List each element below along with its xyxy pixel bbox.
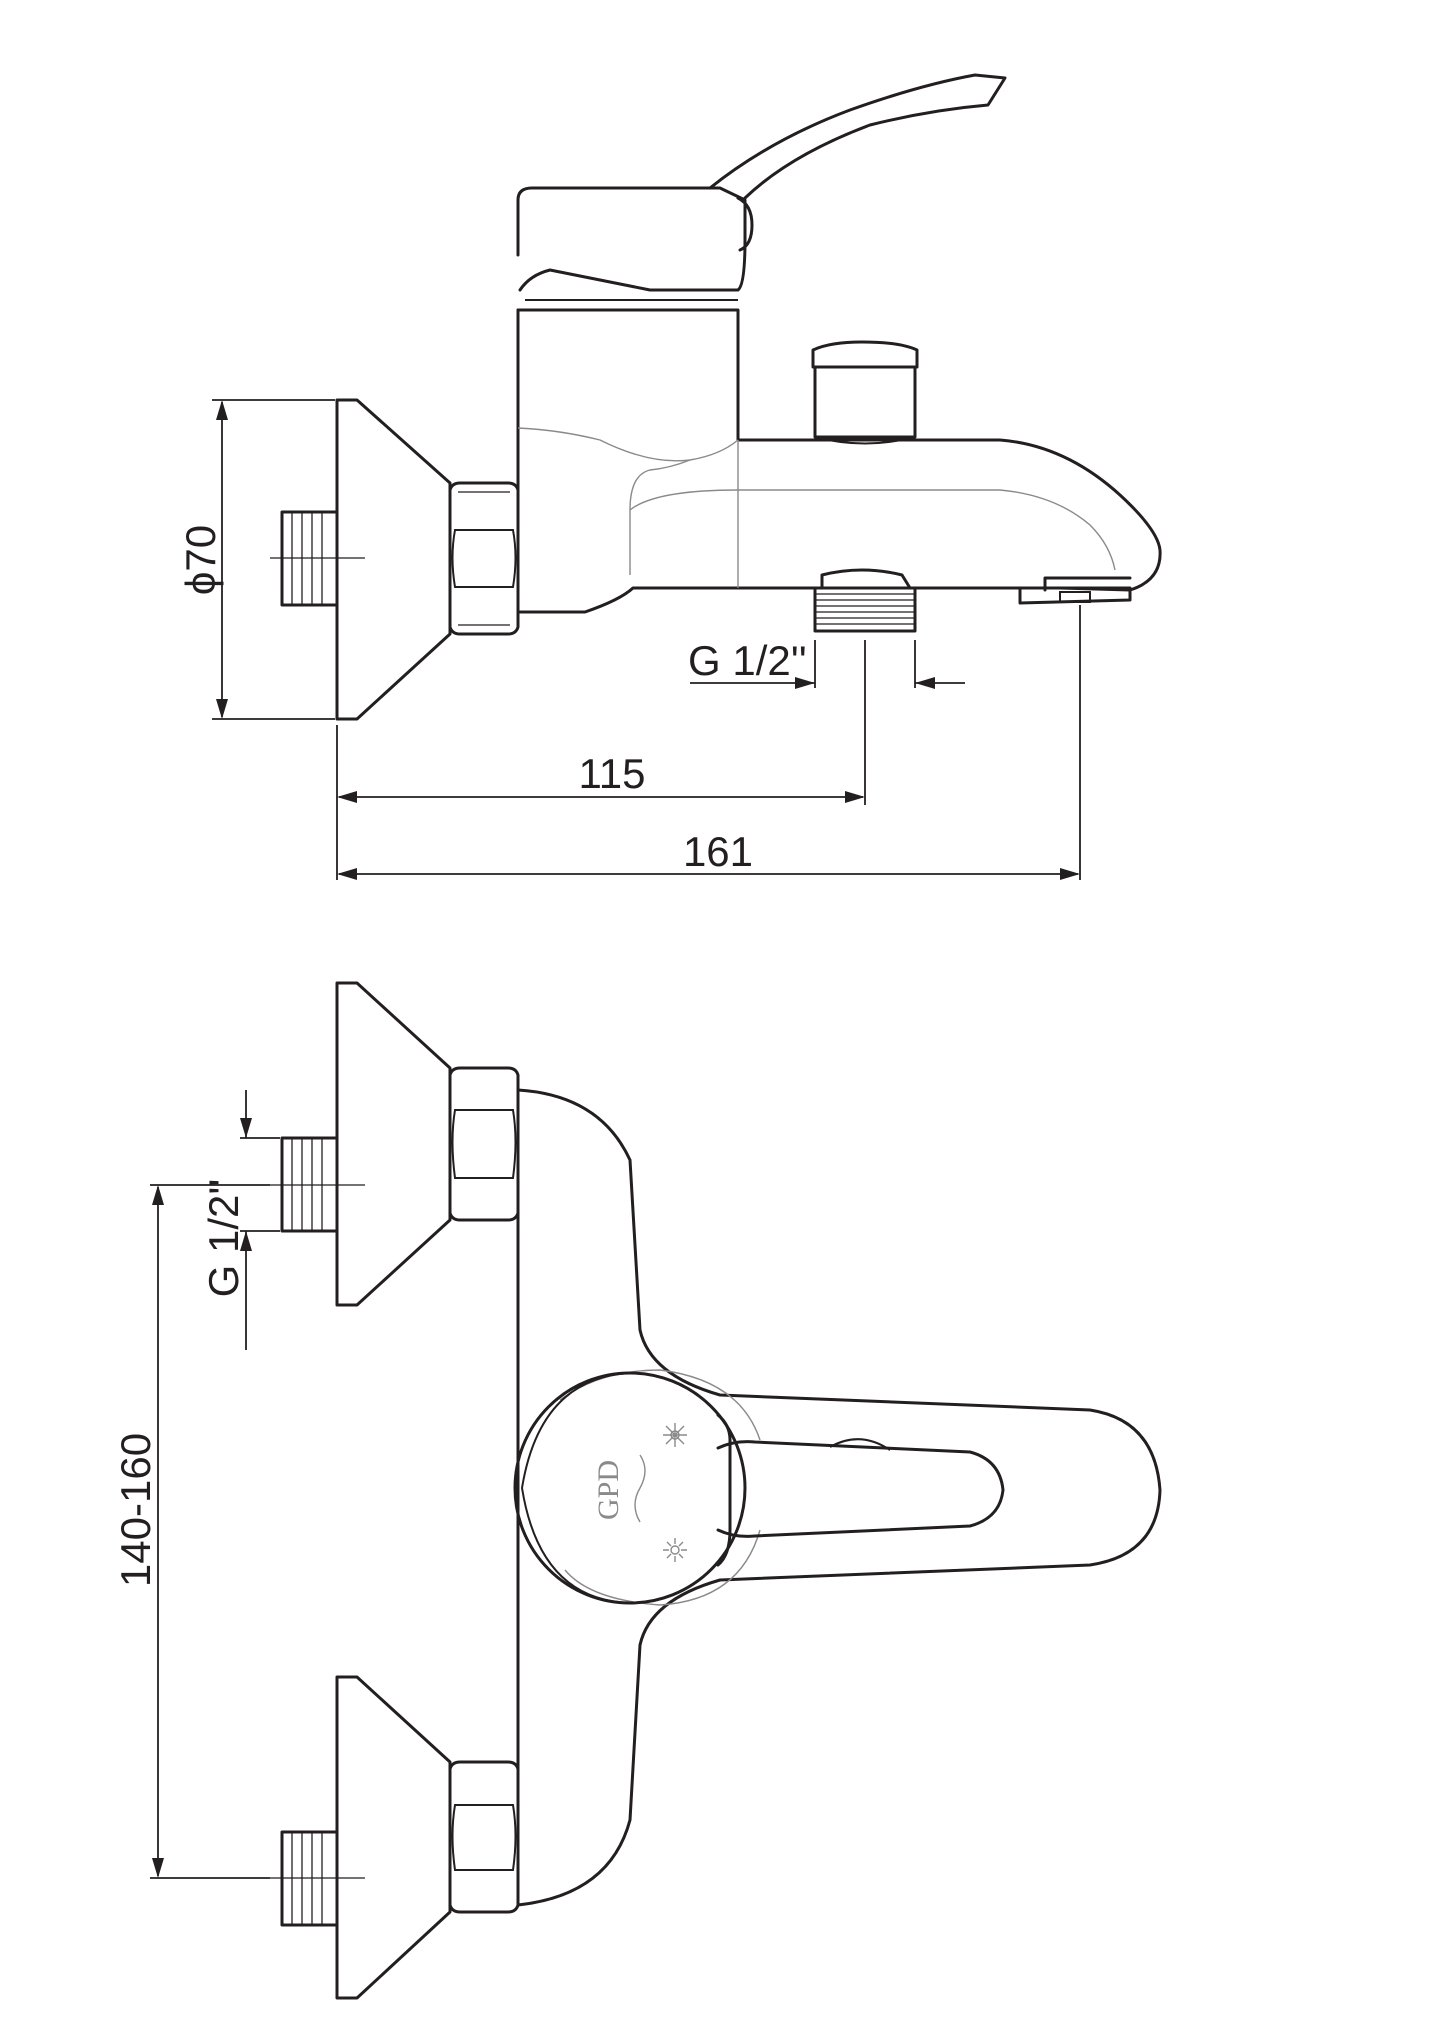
wall-flange-bottom bbox=[335, 1675, 452, 2000]
sun-icon bbox=[663, 1538, 687, 1562]
hex-nut-bottom bbox=[448, 1760, 520, 1914]
dim-label-115: 115 bbox=[579, 750, 646, 797]
dim-diameter-70: ϕ70 bbox=[177, 399, 335, 720]
hex-nut-side bbox=[448, 481, 520, 636]
handle-cap-side bbox=[516, 186, 754, 301]
dim-thread-spout: G 1/2'' bbox=[688, 637, 965, 689]
side-view: ϕ70 G 1/2'' 115 161 bbox=[177, 73, 1162, 880]
hex-nut-top bbox=[448, 1066, 520, 1222]
logo-gpd: GPD bbox=[592, 1454, 646, 1523]
mixer-body-side bbox=[516, 308, 824, 614]
spout-thread-side bbox=[813, 568, 917, 633]
dim-label-diameter-70: ϕ70 bbox=[177, 525, 224, 595]
lever-front bbox=[716, 1438, 1005, 1538]
diverter-knob-side bbox=[811, 340, 919, 445]
dim-length-115: 115 bbox=[336, 640, 866, 880]
snowflake-icon bbox=[663, 1423, 687, 1447]
aerator-side bbox=[1018, 576, 1132, 605]
dim-label-161: 161 bbox=[683, 828, 753, 875]
wall-flange-top bbox=[335, 981, 452, 1307]
wall-flange-side bbox=[335, 398, 452, 721]
mixer-dial-front bbox=[513, 1371, 747, 1605]
logo-text: GPD bbox=[592, 1460, 625, 1520]
lever-side bbox=[708, 73, 1007, 200]
dim-label-thread-spout: G 1/2'' bbox=[688, 637, 807, 684]
dim-center-distance: 140-160 bbox=[112, 1184, 270, 1879]
dim-thread-inlet: G 1/2'' bbox=[200, 1090, 280, 1350]
dim-label-thread-inlet: G 1/2'' bbox=[200, 1179, 247, 1298]
dim-label-140-160: 140-160 bbox=[112, 1433, 159, 1587]
spout-side bbox=[738, 438, 1162, 592]
dim-length-161: 161 bbox=[337, 605, 1081, 880]
front-view: GPD G 1/2'' bbox=[112, 981, 1162, 2000]
